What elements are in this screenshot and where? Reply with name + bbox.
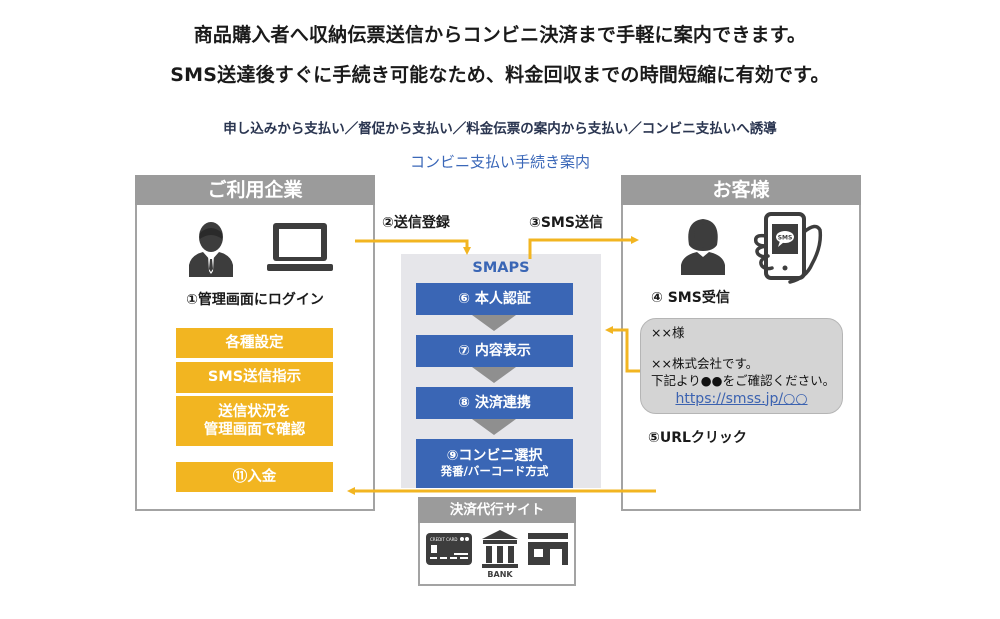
laptop-icon <box>267 223 333 271</box>
message-line-2: ××株式会社です。 <box>651 355 759 371</box>
smaps-title: SMAPS <box>472 260 530 276</box>
step-identity-verification: ⑥ 本人認証 <box>416 283 573 315</box>
headline-2: SMS送達後すぐに手続き可能なため、料金回収までの時間短縮に有効です。 <box>170 64 830 86</box>
phone-in-hand-icon: SMS <box>753 212 823 284</box>
bank-text: BANK <box>487 570 513 579</box>
credit-card-icon: CREDIT CARD <box>426 533 472 565</box>
bank-icon: BANK <box>482 530 518 579</box>
down-arrow-icon <box>472 315 516 331</box>
customer-panel: お客様 SMS ④ SMS受信 ××様 ××株式会社です。 下記より●●をご確認… <box>621 175 861 511</box>
sms-message-bubble: ××様 ××株式会社です。 下記より●●をご確認ください。 https://sm… <box>640 318 843 414</box>
send-registration-label: ②送信登録 <box>382 215 450 231</box>
flow-title: コンビニ支払い手続き案内 <box>409 153 590 171</box>
message-line-1: ××様 <box>651 325 685 340</box>
sms-send-label: ③SMS送信 <box>529 215 603 231</box>
down-arrow-icon <box>472 367 516 383</box>
sms-send-instruction-button[interactable]: SMS送信指示 <box>176 362 333 393</box>
message-line-3: 下記より●●をご確認ください。 <box>651 372 836 388</box>
settings-button[interactable]: 各種設定 <box>176 328 333 358</box>
step9-title: ⑨コンビニ選択 <box>446 448 543 465</box>
company-panel-title: ご利用企業 <box>135 175 375 205</box>
payment-received-button[interactable]: ⑪入金 <box>176 462 333 492</box>
down-arrow-icon <box>472 419 516 435</box>
check-status-line2: 管理画面で確認 <box>203 422 306 438</box>
step-convenience-store-select: ⑨コンビニ選択 発番/バーコード方式 <box>416 439 573 488</box>
headline-1: 商品購入者へ収納伝票送信からコンビニ決済まで手軽に案内できます。 <box>193 24 807 46</box>
login-label: ①管理画面にログイン <box>186 292 324 308</box>
step-payment-link: ⑧ 決済連携 <box>416 387 573 419</box>
payment-agency-site: 決済代行サイト CREDIT CARD BANK <box>418 497 576 586</box>
smaps-block: SMAPS ⑥ 本人認証 ⑦ 内容表示 ⑧ 決済連携 ⑨コンビニ選択 発番/バー… <box>401 254 601 488</box>
card-text: CREDIT CARD <box>430 537 457 542</box>
payment-site-title: 決済代行サイト <box>418 497 576 523</box>
convenience-store-icon <box>528 533 568 565</box>
check-status-line1: 送信状況を <box>218 403 291 420</box>
customer-panel-title: お客様 <box>621 175 861 205</box>
check-status-button[interactable]: 送信状況を 管理画面で確認 <box>176 396 333 446</box>
phone-badge-text: SMS <box>778 235 793 242</box>
step-content-display: ⑦ 内容表示 <box>416 335 573 367</box>
businessman-icon <box>189 222 233 277</box>
sms-received-label: ④ SMS受信 <box>651 290 730 306</box>
use-cases-subtitle: 申し込みから支払い／督促から支払い／料金伝票の案内から支払い／コンビニ支払いへ誘… <box>223 121 777 137</box>
url-click-label: ⑤URLクリック <box>648 430 747 446</box>
step9-sub: 発番/バーコード方式 <box>440 464 549 478</box>
customer-icon <box>681 219 725 275</box>
sms-link[interactable]: https://smss.jp/○○ <box>675 390 808 407</box>
company-panel: ご利用企業 ①管理画面にログイン 各種設定 SMS送信指示 送信状況を 管理画面… <box>135 175 375 511</box>
